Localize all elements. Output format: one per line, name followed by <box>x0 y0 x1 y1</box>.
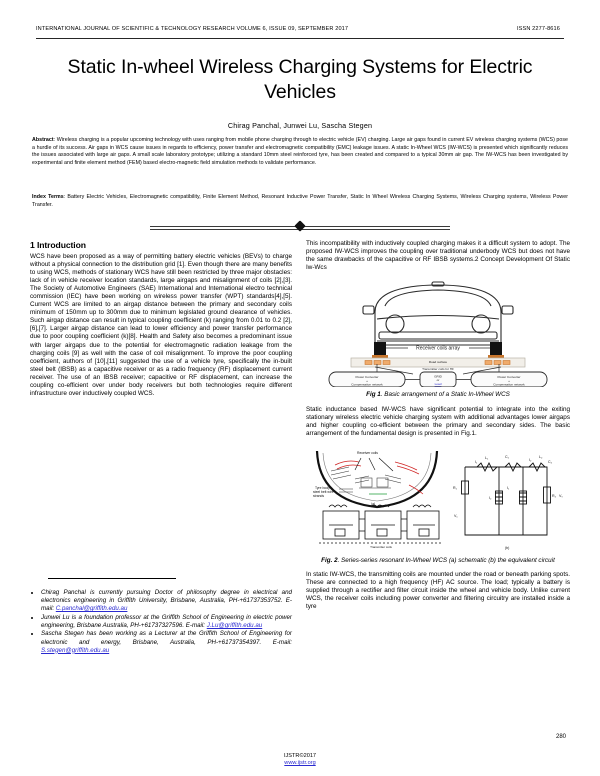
running-head: INTERNATIONAL JOURNAL OF SCIENTIFIC & TE… <box>36 26 564 32</box>
index-terms-label: Index Terms <box>32 194 64 200</box>
figure-1-graphic: Receiver coils array Road surface Transm… <box>328 281 548 388</box>
figure-1-caption-label: Fig 1 <box>366 391 381 399</box>
right-paragraph-3: In static IW-WCS, the transmitting coils… <box>306 571 570 611</box>
page-title: Static In-wheel Wireless Charging System… <box>67 56 533 103</box>
abstract-block: Abstract: Wireless charging is a popular… <box>32 137 568 167</box>
figure-2-caption-label: Fig. 2 <box>321 556 338 564</box>
figure-2-sublabel-b: (b) <box>505 546 509 550</box>
left-column: 1 Introduction WCS have been proposed as… <box>30 240 292 398</box>
svg-text:Compensation network: Compensation network <box>493 383 525 387</box>
list-item: Chirag Panchal is currently pursuing Doc… <box>41 589 292 613</box>
svg-text:R₂: R₂ <box>552 494 557 498</box>
svg-text:C₂: C₂ <box>548 460 553 464</box>
svg-text:R₁: R₁ <box>453 486 458 490</box>
svg-text:V₀: V₀ <box>559 494 563 498</box>
footnote-email-link[interactable]: S.stegen@griffith.edu.au <box>41 646 110 654</box>
page-number: 280 <box>555 734 566 740</box>
abstract-text: : Wireless charging is a popular upcomin… <box>32 137 568 166</box>
right-column: This incompatibility with inductively co… <box>306 240 570 611</box>
journal-line: INTERNATIONAL JOURNAL OF SCIENTIFIC & TE… <box>36 26 349 32</box>
svg-text:I₂: I₂ <box>489 496 492 500</box>
svg-text:C₁: C₁ <box>505 455 510 459</box>
figure-2-label-receiver-coils: Receiver coils <box>357 451 378 455</box>
section-ornament <box>150 220 450 232</box>
footer-copyright: IJSTR©2017 <box>283 752 317 759</box>
svg-text:or: or <box>437 378 440 382</box>
svg-text:L₂: L₂ <box>539 455 543 459</box>
issn-label: ISSN 2277-8616 <box>516 26 560 32</box>
list-item: Sascha Stegen has been working as a Lect… <box>41 630 292 654</box>
right-paragraph-1: This incompatibility with inductively co… <box>306 240 570 272</box>
list-item: Junwei Lu is a foundation professor at t… <box>41 614 292 630</box>
figure-1-caption: Fig 1. Basic arrangement of a Static In-… <box>306 391 570 399</box>
figure-1-label-transmitter: Transmitter coils for HF <box>422 367 454 371</box>
svg-text:+: + <box>366 379 368 383</box>
figure-1: Receiver coils array Road surface Transm… <box>306 279 570 399</box>
figure-1-caption-text: . Basic arrangement of a Static In-Wheel… <box>380 391 510 399</box>
svg-text:Power Converter: Power Converter <box>355 375 378 379</box>
svg-text:Load: Load <box>435 382 442 386</box>
svg-text:I₁: I₁ <box>507 486 510 490</box>
footnote-email-link[interactable]: J.Lu@griffith.edu.au <box>206 621 263 629</box>
svg-text:V₁: V₁ <box>454 514 458 518</box>
footnote-email-link[interactable]: C.panchal@griffith.edu.au <box>55 605 128 613</box>
svg-text:Tyre body: Tyre body <box>315 486 330 490</box>
figure-2-caption-text: . Series-series resonant In-Wheel WCS (a… <box>337 556 555 564</box>
figure-1-label-road: Road surface <box>429 360 448 364</box>
author-list: Chirag Panchal, Junwei Lu, Sascha Stegen <box>227 121 373 130</box>
index-terms-block: Index Terms: Battery Electric Vehicles, … <box>32 194 568 209</box>
section-heading-introduction: 1 Introduction <box>30 240 86 250</box>
figure-1-label-receiver-coils: Receiver coils array <box>416 346 460 352</box>
svg-text:L₁: L₁ <box>485 456 489 460</box>
header-divider <box>36 38 564 39</box>
footnote-text: Chirag Panchal is currently pursuing Doc… <box>41 589 292 613</box>
footer-url-link[interactable]: www.ijstr.org <box>284 760 316 767</box>
footnote-text: Junwei Lu is a foundation professor at t… <box>41 613 292 629</box>
figure-2-caption: Fig. 2. Series-series resonant In-Wheel … <box>306 557 570 565</box>
svg-text:Power Converter: Power Converter <box>497 375 520 379</box>
svg-text:Transmitter coils: Transmitter coils <box>370 545 392 549</box>
right-paragraph-2: Static inductance based IW-WCS have sign… <box>306 405 570 437</box>
page-footer: IJSTR©2017 www.ijstr.org <box>0 753 600 768</box>
figure-2-graphic: Receiver coils Tyre body steel belt wire… <box>313 450 563 550</box>
svg-text:+: + <box>508 379 510 383</box>
svg-text:strands: strands <box>313 494 324 498</box>
svg-text:Compensation network: Compensation network <box>351 383 383 387</box>
svg-text:I₁: I₁ <box>475 460 478 464</box>
index-terms-text: : Battery Electric Vehicles, Electromagn… <box>32 194 568 208</box>
svg-text:I₂: I₂ <box>529 458 532 462</box>
footnote-divider <box>48 578 176 579</box>
svg-text:GRID: GRID <box>434 375 442 379</box>
footnote-text: Sascha Stegen has been working as a Lect… <box>41 630 292 646</box>
svg-text:steel belt wire: steel belt wire <box>313 490 334 494</box>
abstract-label: Abstract <box>32 137 54 143</box>
figure-2: Receiver coils Tyre body steel belt wire… <box>306 445 570 565</box>
intro-paragraph: WCS have been proposed as a way of permi… <box>30 253 292 397</box>
author-footnotes: Chirag Panchal is currently pursuing Doc… <box>30 578 292 655</box>
svg-text:(a): (a) <box>371 502 375 506</box>
